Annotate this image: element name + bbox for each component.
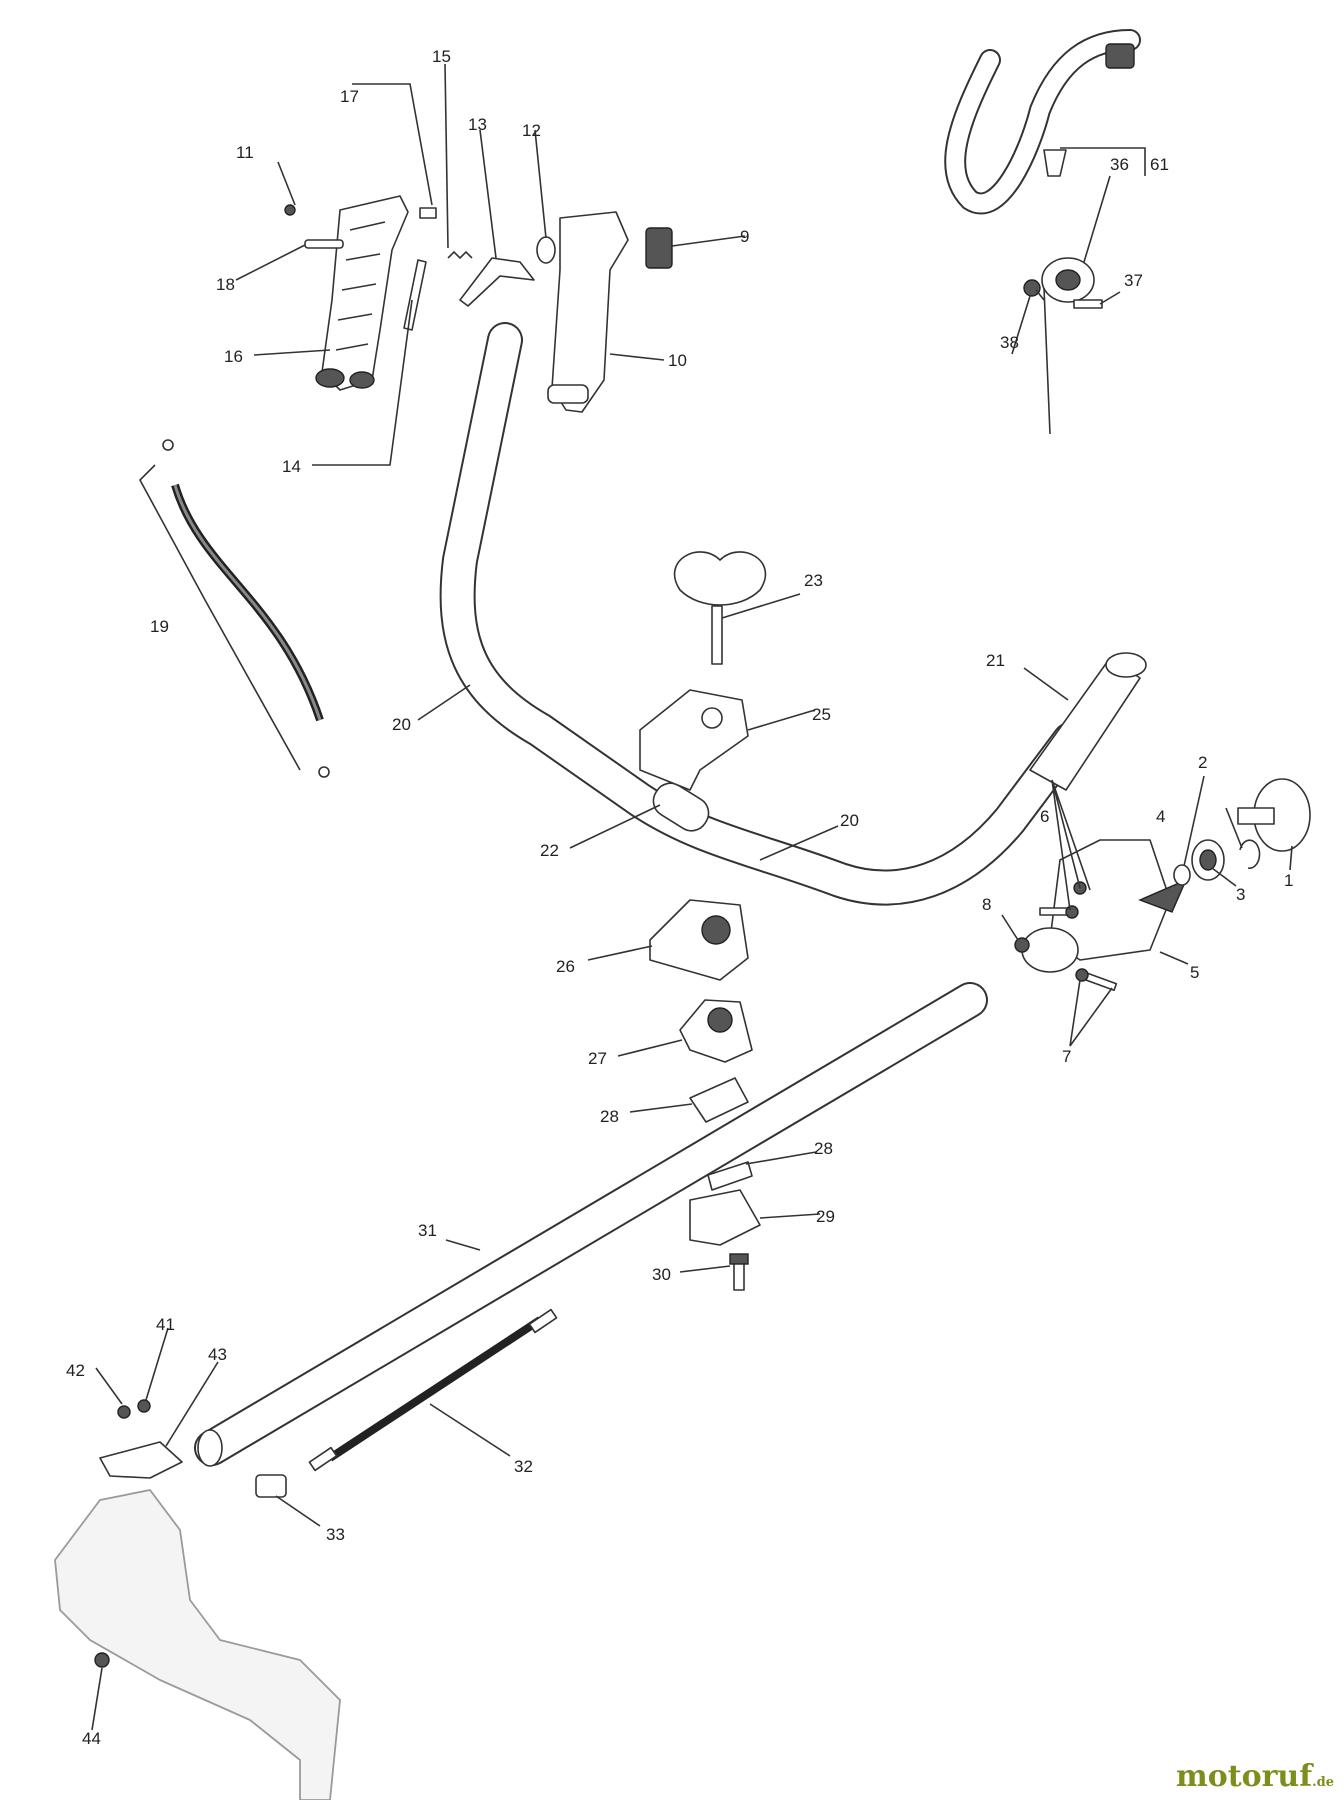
washer-4 xyxy=(1173,864,1191,886)
callout-7: 7 xyxy=(1062,1047,1071,1066)
nut-44 xyxy=(94,1652,110,1668)
callout-42: 42 xyxy=(66,1361,85,1380)
callout-13: 13 xyxy=(468,115,487,134)
leader-lines xyxy=(91,63,1293,1731)
clamp-25 xyxy=(639,689,749,791)
spring-12 xyxy=(536,236,556,264)
screw-42 xyxy=(117,1405,131,1419)
callout-8: 8 xyxy=(982,895,991,914)
bolt-37 xyxy=(1073,299,1103,309)
callout-37: 37 xyxy=(1124,271,1143,290)
switch-9 xyxy=(645,227,673,269)
nut-8 xyxy=(1014,937,1030,953)
trigger-13 xyxy=(459,257,535,307)
callout-26: 26 xyxy=(556,957,575,976)
callout-43: 43 xyxy=(208,1345,227,1364)
knob-23 xyxy=(673,551,767,665)
flange-1 xyxy=(1237,778,1311,852)
callout-14: 14 xyxy=(282,457,301,476)
callout-22: 22 xyxy=(540,841,559,860)
callout-29: 29 xyxy=(816,1207,835,1226)
callout-21: 21 xyxy=(986,651,1005,670)
callout-20-upper: 20 xyxy=(392,715,411,734)
clamp-27 xyxy=(679,999,753,1063)
callout-18: 18 xyxy=(216,275,235,294)
callout-10: 10 xyxy=(668,351,687,370)
clamp-26 xyxy=(649,899,749,981)
bracket-19 xyxy=(139,464,301,771)
callout-32: 32 xyxy=(514,1457,533,1476)
callout-44: 44 xyxy=(82,1729,101,1748)
guard-bracket-43 xyxy=(99,1441,183,1479)
callout-36: 36 xyxy=(1110,155,1129,174)
lever-14 xyxy=(403,259,427,331)
callout-16: 16 xyxy=(224,347,243,366)
callout-27: 27 xyxy=(588,1049,607,1068)
grip-21 xyxy=(1029,652,1147,791)
callout-23: 23 xyxy=(804,571,823,590)
callout-41: 41 xyxy=(156,1315,175,1334)
callout-11: 11 xyxy=(236,143,254,162)
handle-housing xyxy=(315,195,409,391)
callout-3: 3 xyxy=(1236,885,1245,904)
plug-33 xyxy=(255,1474,287,1498)
callout-38: 38 xyxy=(1000,333,1019,352)
callout-17: 17 xyxy=(340,87,359,106)
circlip-2 xyxy=(1239,839,1261,869)
watermark-brand: motoruf xyxy=(1175,1759,1313,1794)
throttle-cable-19 xyxy=(162,439,330,778)
callout-31: 31 xyxy=(418,1221,437,1240)
hook-36 xyxy=(1041,257,1095,303)
clamp-29 xyxy=(689,1161,761,1246)
screw-11 xyxy=(284,204,296,216)
callout-33: 33 xyxy=(326,1525,345,1544)
harness-strap xyxy=(944,29,1141,215)
liner-28-upper xyxy=(689,1077,749,1123)
pin-17 xyxy=(419,207,437,219)
callout-labels: 1 2 3 4 5 6 7 8 9 10 11 12 13 14 15 16 1… xyxy=(66,47,1293,1748)
callout-6: 6 xyxy=(1040,807,1049,826)
callout-30: 30 xyxy=(652,1265,671,1284)
callout-28-lower: 28 xyxy=(814,1139,833,1158)
sleeve-22 xyxy=(652,782,710,832)
callout-28-upper: 28 xyxy=(600,1107,619,1126)
bolts-7 xyxy=(1075,968,1118,992)
callout-9: 9 xyxy=(740,227,749,246)
handlebar-20 xyxy=(439,322,1088,906)
callout-20-lower: 20 xyxy=(840,811,859,830)
nut-38 xyxy=(1023,279,1041,297)
watermark-logo: motoruf.de xyxy=(1176,1759,1334,1794)
screw-18 xyxy=(304,239,344,249)
callout-2: 2 xyxy=(1198,753,1207,772)
callout-25: 25 xyxy=(812,705,831,724)
grip-10 xyxy=(547,211,629,413)
shaft-31 xyxy=(194,982,988,1467)
callout-1: 1 xyxy=(1284,871,1293,890)
driveshaft-32 xyxy=(308,1308,558,1472)
callout-4: 4 xyxy=(1156,807,1165,826)
callout-61: 61 xyxy=(1150,155,1169,174)
grass-guard xyxy=(54,1489,341,1800)
callout-15: 15 xyxy=(432,47,451,66)
spring-15 xyxy=(447,250,473,260)
watermark-suffix: .de xyxy=(1312,1775,1334,1790)
gear-housing-5 xyxy=(1021,839,1188,973)
callout-12: 12 xyxy=(522,121,541,140)
callout-5: 5 xyxy=(1190,963,1199,982)
bolt-30 xyxy=(729,1253,749,1291)
callout-19: 19 xyxy=(150,617,169,636)
screw-41 xyxy=(137,1399,151,1413)
